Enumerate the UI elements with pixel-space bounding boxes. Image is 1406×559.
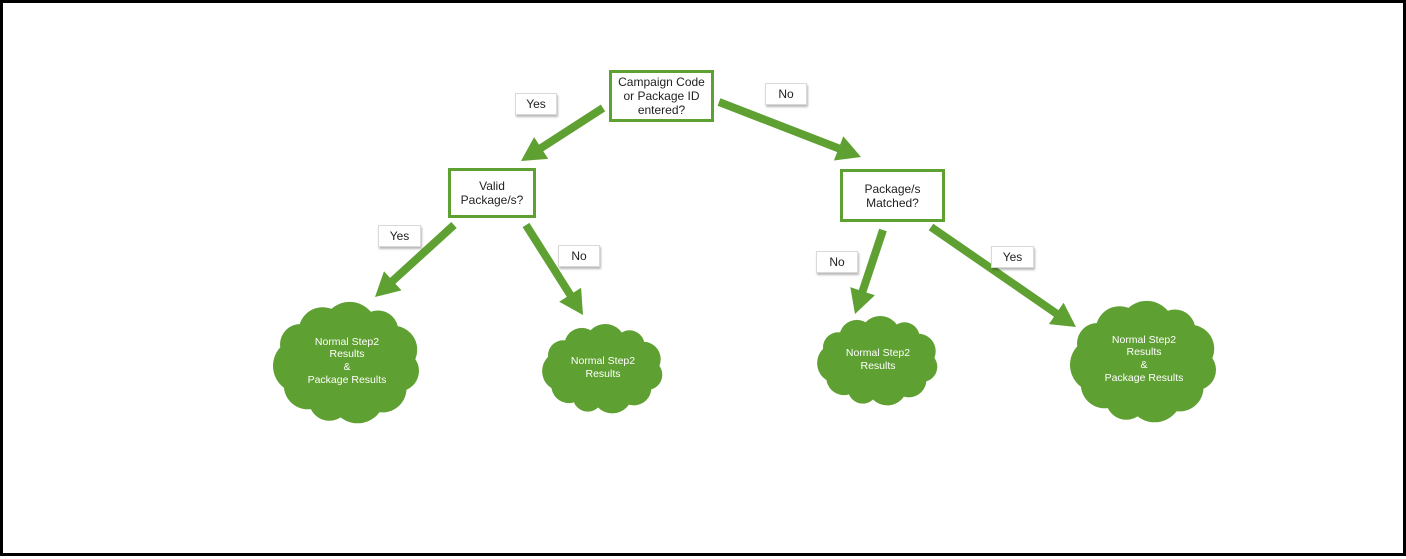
arrow-right-yes	[928, 223, 1076, 327]
flow-arrows	[273, 98, 1216, 424]
arrow-left-no	[522, 222, 583, 315]
arrow-root-no	[717, 98, 861, 161]
outcome-left-no: Normal Step2 Results	[570, 355, 636, 380]
edge-label-left-yes: Yes	[378, 225, 421, 247]
decision-valid-packages: Valid Package/s?	[448, 168, 536, 218]
edge-label-right-no: No	[816, 251, 858, 273]
arrow-root-yes	[521, 104, 606, 161]
outcome-right-no: Normal Step2 Results	[845, 347, 911, 372]
edge-label-root-no: No	[765, 83, 807, 105]
cloud-left-no	[542, 324, 663, 414]
cloud-right-no	[817, 316, 938, 406]
decision-campaign-code: Campaign Code or Package ID entered?	[609, 70, 714, 122]
arrow-left-yes	[375, 222, 457, 297]
edge-label-left-no: No	[558, 245, 600, 267]
outcome-left-yes: Normal Step2 Results & Package Results	[307, 335, 387, 386]
outcome-right-yes: Normal Step2 Results & Package Results	[1104, 333, 1184, 384]
decision-packages-matched: Package/s Matched?	[840, 169, 945, 222]
cloud-right-yes	[1070, 300, 1216, 423]
arrow-right-no	[850, 228, 887, 314]
edge-label-right-yes: Yes	[991, 246, 1034, 268]
edge-label-root-yes: Yes	[515, 93, 557, 115]
cloud-left-yes	[273, 301, 419, 424]
